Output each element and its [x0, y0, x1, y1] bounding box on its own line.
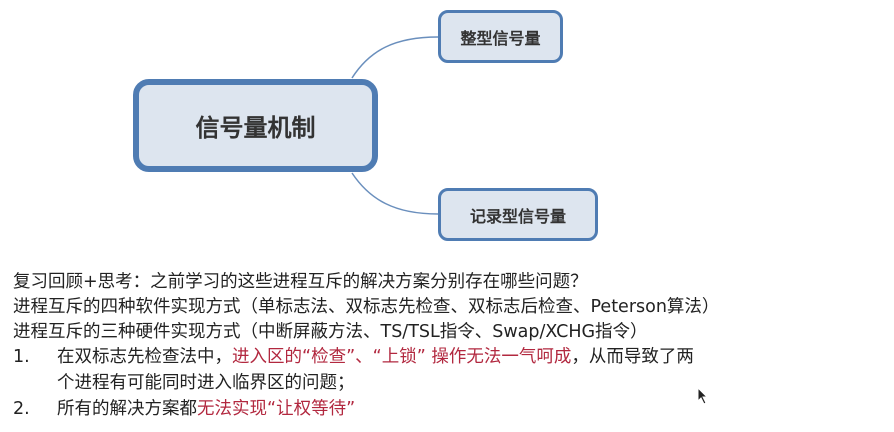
software-methods: 进程互斥的四种软件实现方式（单标志法、双标志先检查、双标志后检查、Peterso…: [13, 297, 720, 317]
list-item-2-text: 所有的解决方案都无法实现“让权等待”: [57, 397, 355, 421]
list-item-1: 1. 在双标志先检查法中，进入区的“检查”、“上锁” 操作无法一气呵成，从而导致…: [13, 345, 694, 369]
root-node-label: 信号量机制: [195, 114, 316, 142]
list-item-2: 2. 所有的解决方案都无法实现“让权等待”: [13, 397, 355, 421]
list-number: 2.: [13, 399, 30, 419]
child-node-label: 整型信号量: [460, 28, 541, 48]
text-highlight: 进入区的“检查”、“上锁” 操作无法一气呵成: [232, 347, 572, 367]
list-item-1-continuation: 个进程有可能同时进入临界区的问题；: [57, 373, 355, 393]
text-plain: 所有的解决方案都: [57, 399, 197, 419]
connector-lines: [351, 36, 439, 215]
text-highlight: 无法实现“让权等待”: [197, 399, 356, 419]
hardware-methods: 进程互斥的三种硬件实现方式（中断屏蔽方法、TS/TSL指令、Swap/XCHG指…: [13, 322, 648, 342]
review-question: 复习回顾+思考：之前学习的这些进程互斥的解决方案分别存在哪些问题？: [13, 272, 588, 292]
mouse-cursor-icon: [697, 387, 709, 405]
text-plain: ，从而导致了两: [571, 347, 694, 367]
child-node-record-semaphore: 记录型信号量: [438, 188, 598, 241]
child-node-integer-semaphore: 整型信号量: [438, 10, 563, 63]
root-node: 信号量机制: [133, 79, 378, 172]
connector-bottom: [351, 172, 439, 215]
list-item-1-text: 在双标志先检查法中，进入区的“检查”、“上锁” 操作无法一气呵成，从而导致了两: [57, 345, 694, 369]
child-node-label: 记录型信号量: [469, 206, 566, 226]
text-plain: 在双标志先检查法中，: [57, 347, 232, 367]
connector-top: [351, 36, 439, 79]
list-number: 1.: [13, 347, 30, 367]
